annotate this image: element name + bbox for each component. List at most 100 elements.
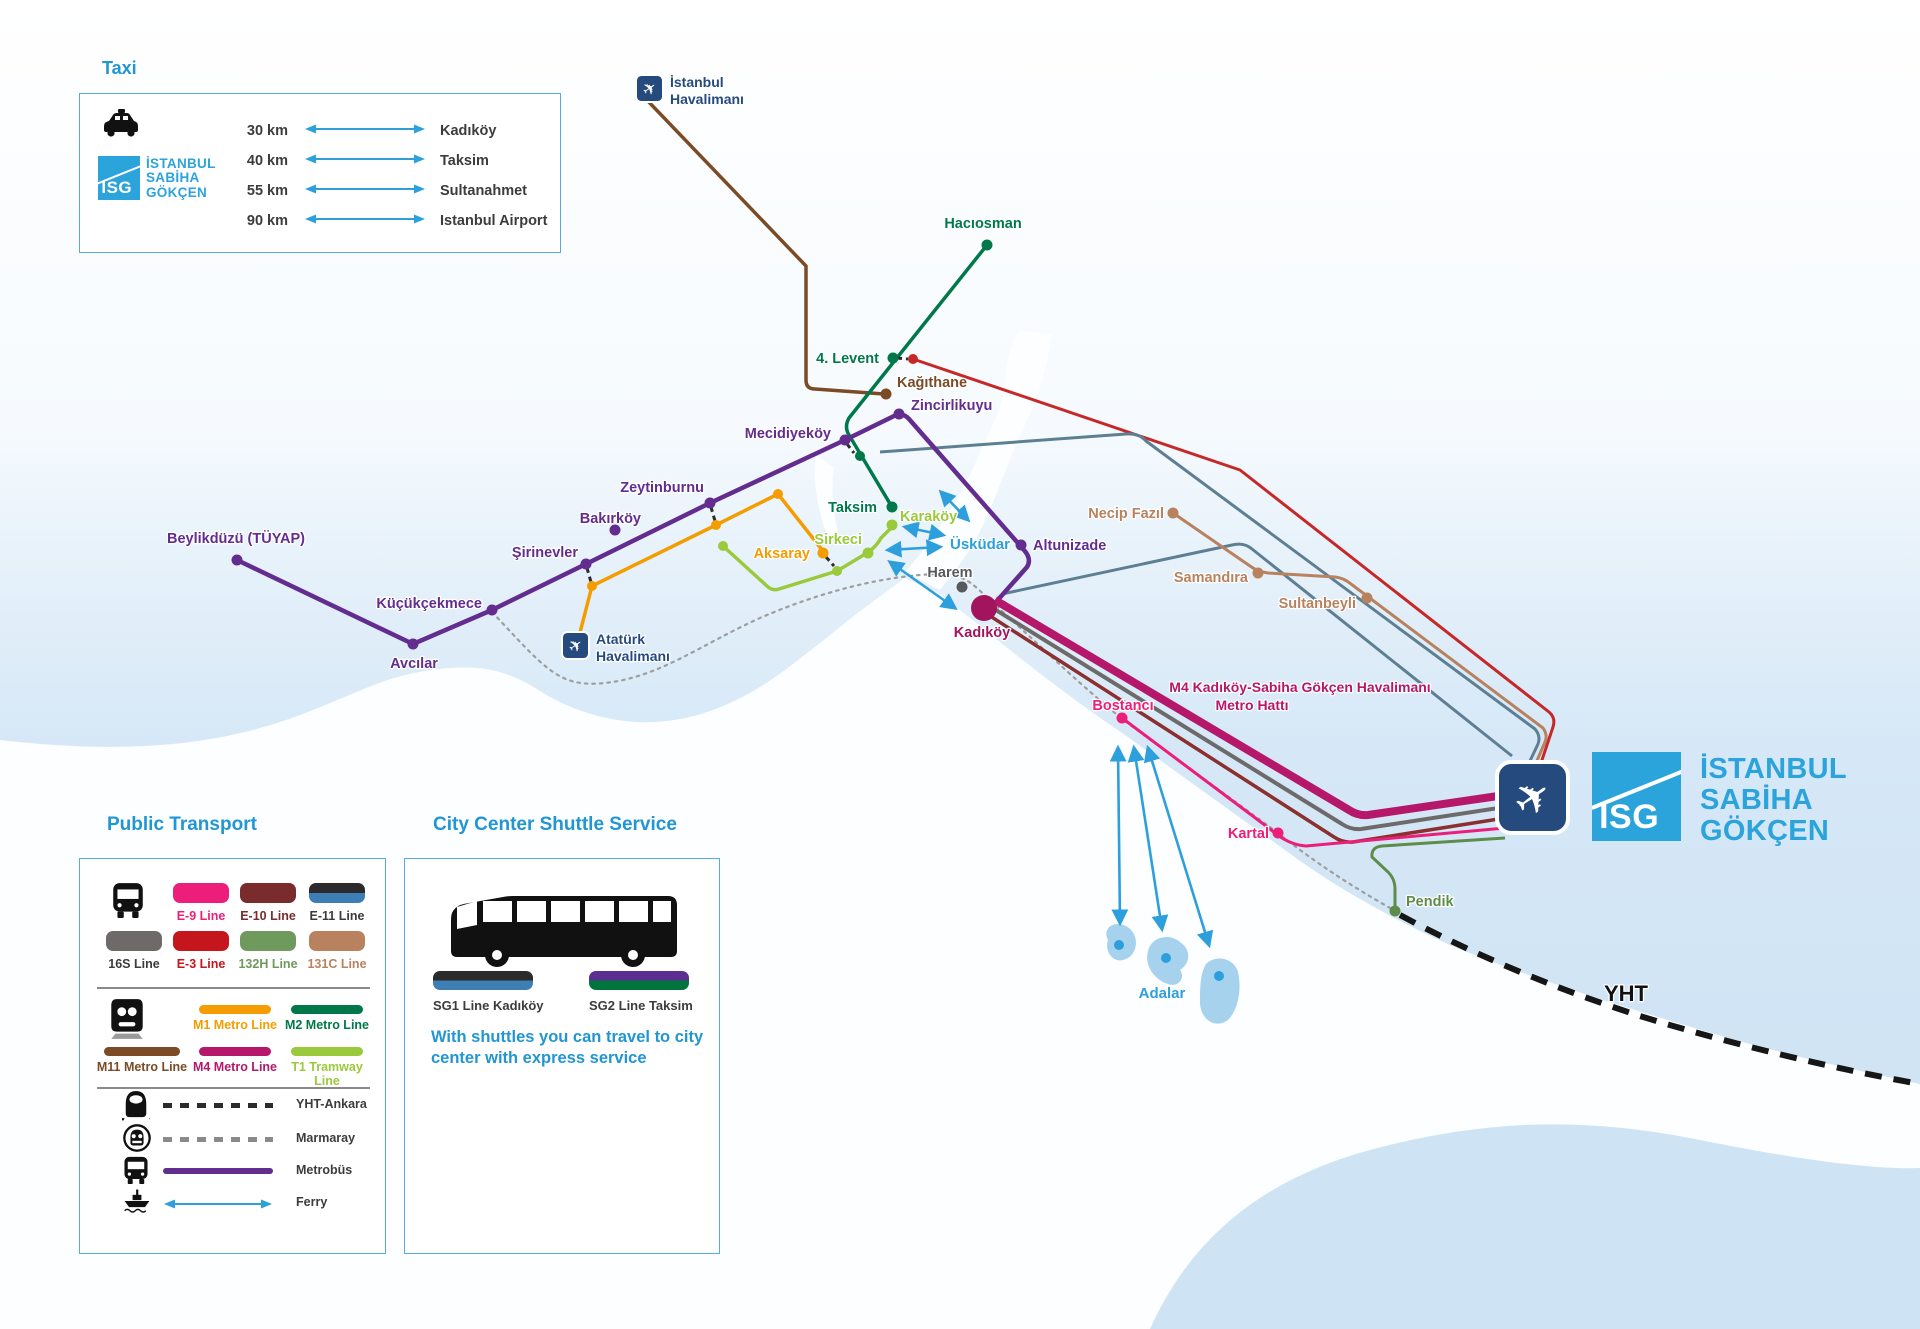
airport-label: Havalimanı <box>670 91 744 107</box>
mode-sample-ferry <box>163 1197 273 1215</box>
mode-sample-metrob-s <box>163 1168 273 1174</box>
shuttle-line-swatch-sg1-line-kad-k-y <box>433 971 533 990</box>
station-dot-hac-osman <box>981 239 993 251</box>
mode-label-metrob-s: Metrobüs <box>296 1163 353 1177</box>
station-dot-avc-lar <box>407 638 419 650</box>
station-dot-bostanc <box>1116 712 1128 724</box>
station-label-bak-rk-y: Bakırköy <box>580 511 641 527</box>
map-label-yht: YHT <box>1604 981 1649 1006</box>
rail-line-label-m11-metro-line: M11 Metro Line <box>96 1060 188 1074</box>
mode-sample-yht-ankara <box>163 1102 273 1108</box>
station-label-hac-osman: Hacıosman <box>944 216 1021 232</box>
rail-line-swatch-m2-metro-line <box>291 1005 363 1014</box>
shuttle-line-swatch-sg2-line-taksim <box>589 971 689 990</box>
taxi-destination: Kadıköy <box>440 123 497 139</box>
station-label-pendik: Pendik <box>1406 894 1454 910</box>
shuttle-panel-title: City Center Shuttle Service <box>433 814 677 835</box>
station-label-sirkeci: Sirkeci <box>814 532 862 548</box>
station-dot-4-levent <box>887 352 899 364</box>
mode-label-yht-ankara: YHT-Ankara <box>296 1097 367 1111</box>
station-label-mecidiyek-y: Mecidiyeköy <box>745 426 831 442</box>
station-dot-k-k-ekmece <box>486 604 498 616</box>
station-dot-zincirlikuyu <box>893 408 905 420</box>
bus-16s-line <box>989 605 1506 832</box>
ferry-routes <box>884 489 1214 949</box>
station-dot-mecidiyek-y <box>839 434 851 446</box>
line-dot <box>711 520 721 530</box>
bus-line-label-e-11-line: E-11 Line <box>309 909 365 923</box>
land-bottom-right <box>1150 1124 1920 1329</box>
rail-line-swatch-m4-metro-line <box>199 1047 271 1056</box>
taxi-icon <box>101 108 141 142</box>
station-label-harem: Harem <box>927 565 972 581</box>
station-label-necip-faz-l: Necip Fazıl <box>1088 506 1164 522</box>
station-dot-altunizade <box>1015 539 1027 551</box>
line-dot <box>832 566 842 576</box>
shuttle-line-label-sg1-line-kad-k-y: SG1 Line Kadıköy <box>433 998 544 1013</box>
station-dot-harem <box>956 581 968 593</box>
isg-abbr-large: ISG <box>1599 798 1660 837</box>
isg-logo-small-text: İSTANBUL SABİHA GÖKÇEN <box>146 156 216 200</box>
shuttle-bus-icon <box>441 877 685 974</box>
marmaray-icon <box>122 1123 152 1153</box>
station-label-altunizade: Altunizade <box>1033 538 1106 554</box>
pendik-line <box>1370 836 1506 908</box>
taxi-distance-arrow <box>304 152 426 170</box>
train-icon <box>116 1089 158 1121</box>
isg-abbr: ISG <box>101 178 133 198</box>
station-dot-ka-thane <box>880 388 892 400</box>
mode-sample-marmaray <box>163 1136 273 1142</box>
station-dot-irinevler <box>580 558 592 570</box>
rail-line-swatch-m11-metro-line <box>104 1047 180 1056</box>
interchange-connectors <box>585 356 909 583</box>
station-dot-aksaray <box>817 547 829 559</box>
station-label-aksaray: Aksaray <box>754 546 810 562</box>
station-label-avc-lar: Avcılar <box>390 656 438 672</box>
map-label-m4-line1: M4 Kadıköy-Sabiha Gökçen Havalimanı <box>1169 679 1430 695</box>
station-dot-pendik <box>1389 905 1401 917</box>
station-label-bostanc: Bostancı <box>1092 698 1153 714</box>
bus-line-label-e-9-line: E-9 Line <box>176 909 226 923</box>
taxi-distance-arrow <box>304 122 426 140</box>
line-dot <box>718 541 728 551</box>
airport-icon-sabiha-g-k-en-havaliman: ✈ <box>1495 760 1570 835</box>
isg-text-line1: İSTANBUL <box>146 156 216 171</box>
station-dot-necip-faz-l <box>1167 507 1179 519</box>
station-dot-beylikd-z-t-yap <box>231 554 243 566</box>
taxi-panel-title: Taxi <box>102 58 137 78</box>
station-label-sultanbeyli: Sultanbeyli <box>1279 596 1356 612</box>
yht-line <box>1398 912 1920 1087</box>
line-dot <box>1161 953 1171 963</box>
station-label-ka-thane: Kağıthane <box>897 375 967 391</box>
station-dot-samand-ra <box>1252 567 1264 579</box>
shuttle-line-label-sg2-line-taksim: SG2 Line Taksim <box>589 998 693 1013</box>
bus-line-swatch-132h-line <box>240 931 296 951</box>
station-dot-sultanbeyli <box>1361 592 1373 604</box>
taxi-distance: 40 km <box>246 153 288 169</box>
station-dot-kad-k-y <box>971 595 997 621</box>
bus-line-label-e-3-line: E-3 Line <box>176 957 226 971</box>
bus-line-swatch-e-9-line <box>173 883 229 903</box>
station-label-zincirlikuyu: Zincirlikuyu <box>911 398 992 414</box>
bus-line-label-e-10-line: E-10 Line <box>240 909 296 923</box>
isg-brand-text: İSTANBUL SABİHA GÖKÇEN <box>1700 753 1847 847</box>
taxi-distance-arrow <box>304 212 426 230</box>
isg-logo-small: ISG <box>98 156 140 200</box>
station-label-k-k-ekmece: Küçükçekmece <box>376 596 482 612</box>
legend-divider-2 <box>97 1087 370 1089</box>
e10-line <box>912 357 1556 764</box>
line-dot <box>855 451 865 461</box>
e11-line-north <box>879 432 1541 764</box>
station-label-irinevler: Şirinevler <box>512 545 578 561</box>
metrobus-line <box>236 412 1032 647</box>
map-label-adalar: Adalar <box>1139 985 1186 1002</box>
map-label-uskudar: Üsküdar <box>950 536 1010 553</box>
rail-line-swatch-t1-tramway-line <box>291 1047 363 1056</box>
